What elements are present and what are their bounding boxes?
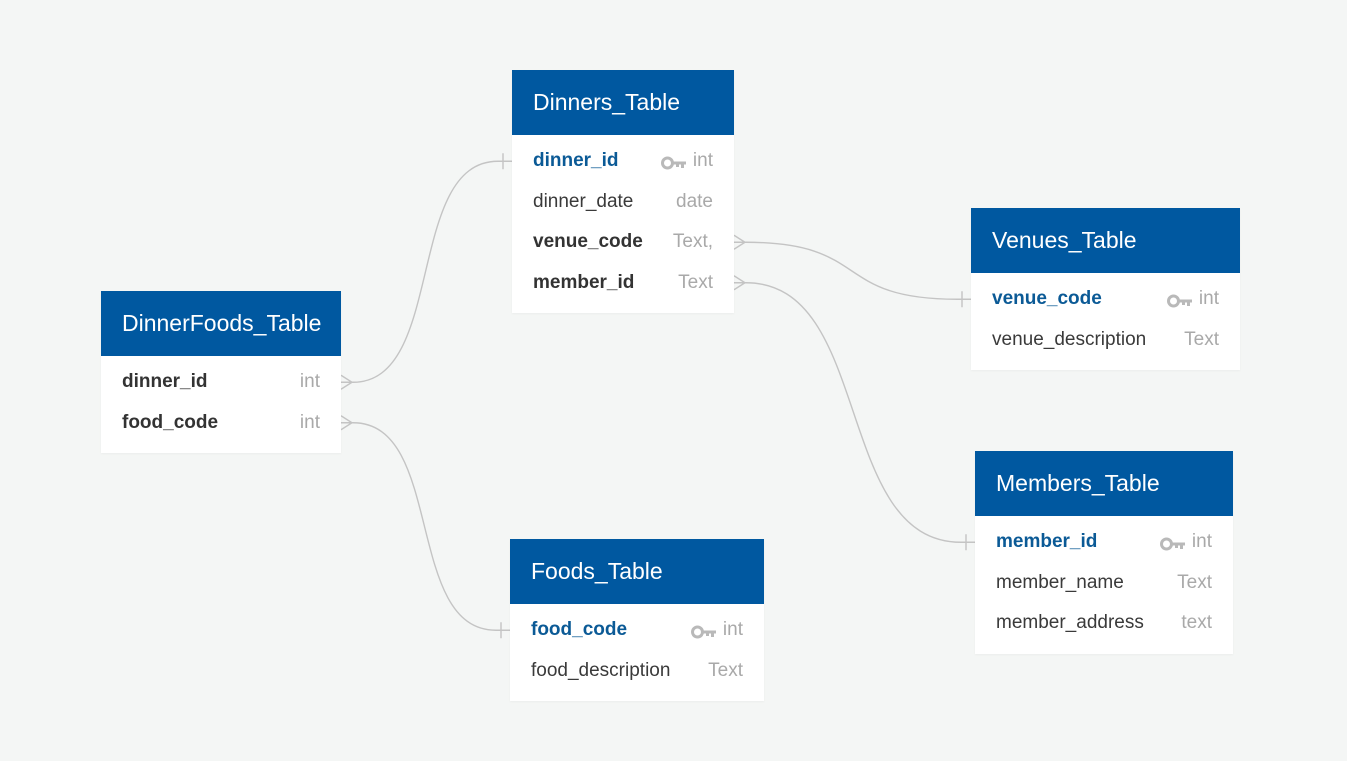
field-row-member-name[interactable]: member_name Text xyxy=(975,563,1233,604)
field-type: int xyxy=(660,150,713,172)
field-type: date xyxy=(676,191,713,213)
crows-foot-marker xyxy=(340,415,354,431)
field-name: venue_description xyxy=(992,328,1147,350)
field-type-label: int xyxy=(299,371,320,393)
table-foods[interactable]: Foods_Table food_code int food_description… xyxy=(510,539,764,701)
key-icon xyxy=(690,623,717,639)
crows-foot-marker xyxy=(733,234,747,250)
field-row-member-id[interactable]: member_id int xyxy=(975,522,1233,563)
field-type: int xyxy=(1159,531,1212,553)
field-row-venue-code[interactable]: venue_code int xyxy=(971,279,1240,320)
key-icon xyxy=(1166,292,1193,308)
field-row-food-description[interactable]: food_description Text xyxy=(510,651,764,692)
field-type-label: Text xyxy=(1177,571,1212,593)
field-type: Text xyxy=(1177,572,1212,594)
field-row-member-id[interactable]: member_id Text xyxy=(512,263,734,304)
field-type: int xyxy=(690,619,743,641)
crows-foot-marker xyxy=(340,374,354,390)
table-venues[interactable]: Venues_Table venue_code int venue_descript… xyxy=(971,208,1240,370)
table-fields: member_id int member_name Text member_addres… xyxy=(975,516,1233,654)
field-type: text xyxy=(1181,612,1212,634)
field-type-label: text xyxy=(1181,612,1212,634)
field-row-dinner-id[interactable]: dinner_id int xyxy=(101,362,341,403)
field-type: Text xyxy=(708,660,743,682)
field-name: food_code xyxy=(122,411,219,433)
field-type-label: int xyxy=(692,150,713,172)
field-name: member_address xyxy=(996,612,1144,634)
field-row-food-code[interactable]: food_code int xyxy=(510,610,764,651)
crows-foot-marker xyxy=(733,275,747,291)
table-title[interactable]: Dinners_Table xyxy=(512,70,734,135)
field-name: food_code xyxy=(531,619,628,641)
field-type: int xyxy=(1166,288,1219,310)
relationship-line xyxy=(341,422,510,631)
field-type: Text, xyxy=(673,231,713,253)
table-fields: venue_code int venue_description Text xyxy=(971,273,1240,370)
field-row-dinner-date[interactable]: dinner_date date xyxy=(512,182,734,223)
field-type: Text xyxy=(678,272,713,294)
field-name: dinner_id xyxy=(533,150,619,172)
field-name: member_id xyxy=(533,271,635,293)
table-title[interactable]: Members_Table xyxy=(975,451,1233,516)
key-icon xyxy=(1159,535,1186,551)
field-type-label: int xyxy=(299,411,320,433)
field-name: dinner_date xyxy=(533,190,634,212)
field-type-label: int xyxy=(722,619,743,641)
field-type-label: int xyxy=(1198,288,1219,310)
field-name: food_description xyxy=(531,659,671,681)
table-fields: food_code int food_description Text xyxy=(510,604,764,701)
field-name: venue_code xyxy=(992,288,1102,310)
field-type-label: date xyxy=(676,190,713,212)
field-row-venue-description[interactable]: venue_description Text xyxy=(971,320,1240,361)
field-name: member_id xyxy=(996,531,1098,553)
field-row-food-code[interactable]: food_code int xyxy=(101,403,341,444)
field-row-member-address[interactable]: member_address text xyxy=(975,603,1233,644)
field-type: int xyxy=(300,371,320,393)
table-dinners[interactable]: Dinners_Table dinner_id int dinner_date dat… xyxy=(512,70,734,313)
field-type-label: int xyxy=(1191,531,1212,553)
field-name: dinner_id xyxy=(122,371,208,393)
relationship-line xyxy=(341,160,512,383)
table-members[interactable]: Members_Table member_id int member_name Tex… xyxy=(975,451,1233,654)
key-icon xyxy=(660,154,687,170)
field-type-label: Text xyxy=(1184,328,1219,350)
field-type: Text xyxy=(1184,329,1219,351)
field-row-venue-code[interactable]: venue_code Text, xyxy=(512,222,734,263)
relationship-line xyxy=(734,282,975,543)
field-name: member_name xyxy=(996,571,1124,593)
field-type-label: Text xyxy=(678,271,713,293)
relationship-line xyxy=(734,241,971,300)
field-type: int xyxy=(300,412,320,434)
field-type-label: Text xyxy=(708,659,743,681)
table-title[interactable]: DinnerFoods_Table xyxy=(101,291,341,356)
field-type-label: Text, xyxy=(672,231,713,253)
field-name: venue_code xyxy=(533,231,643,253)
table-title[interactable]: Foods_Table xyxy=(510,539,764,604)
field-row-dinner-id[interactable]: dinner_id int xyxy=(512,141,734,182)
table-title[interactable]: Venues_Table xyxy=(971,208,1240,273)
